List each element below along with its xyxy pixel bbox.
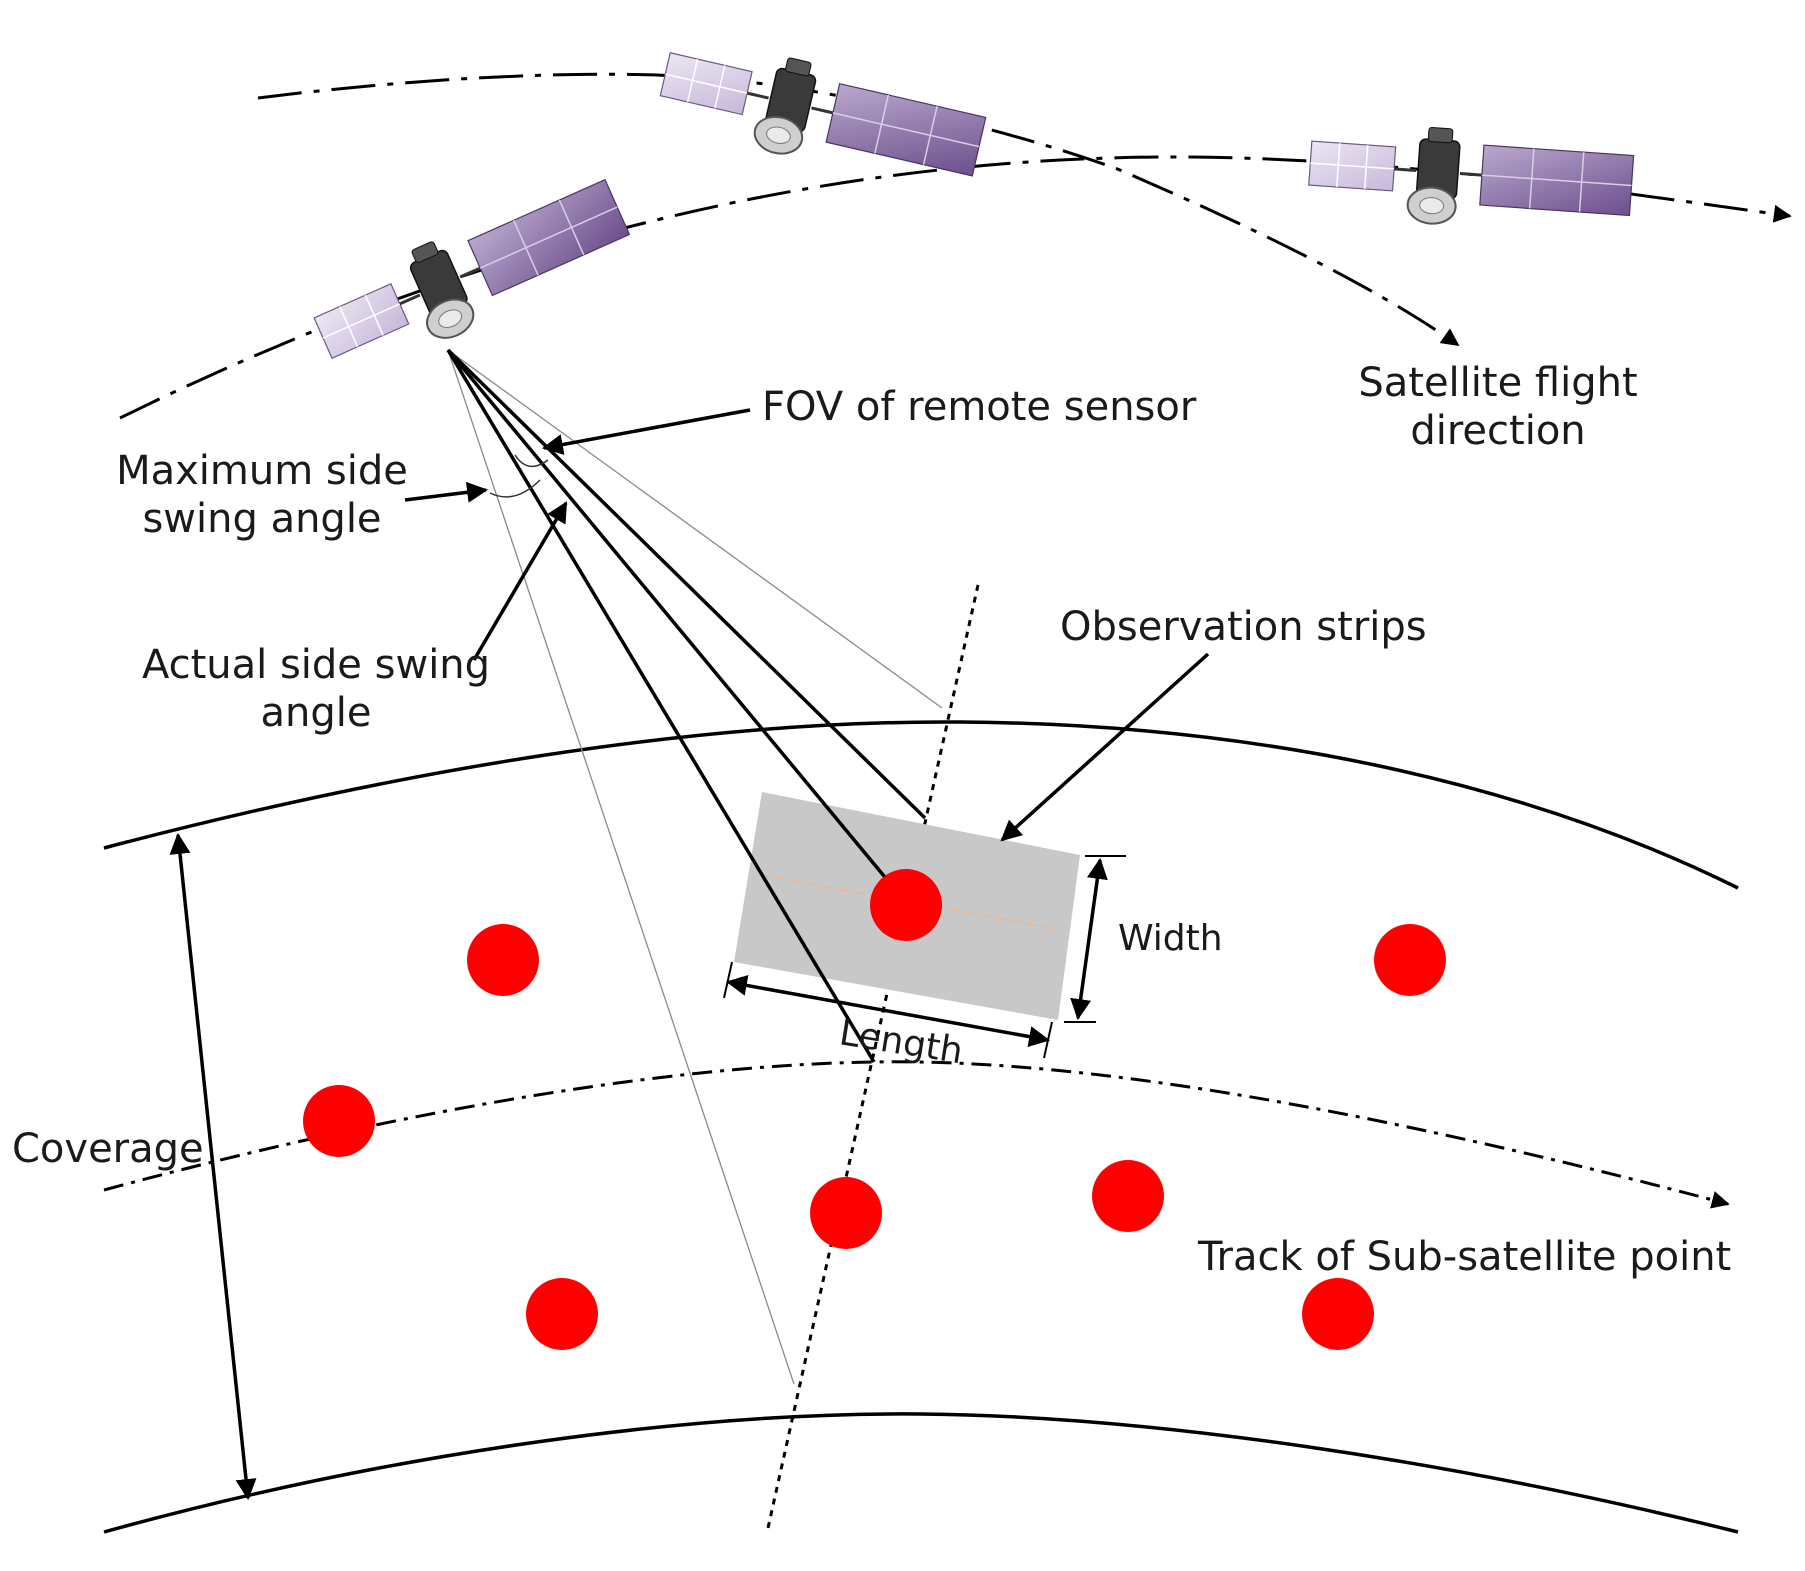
flight-direction-label: Satellite flight bbox=[1358, 360, 1637, 406]
flight-direction-label: direction bbox=[1410, 408, 1585, 454]
observation-strips-label: Observation strips bbox=[1060, 604, 1427, 650]
satellite-icon bbox=[303, 165, 640, 388]
track-label: Track of Sub-satellite point bbox=[1197, 1234, 1731, 1280]
ground-coverage-band bbox=[103, 720, 1739, 1534]
satellite-icon bbox=[652, 29, 991, 199]
target-point bbox=[870, 869, 942, 941]
labels: FOV of remote sensor Satellite flight di… bbox=[12, 360, 1731, 1280]
target-point bbox=[1302, 1278, 1374, 1350]
sub-satellite-track bbox=[103, 1060, 1730, 1209]
max-angle-label: swing angle bbox=[142, 496, 381, 542]
max-angle-label: Maximum side bbox=[116, 448, 408, 494]
fov-label: FOV of remote sensor bbox=[762, 384, 1197, 430]
dimension-arrows bbox=[169, 832, 1126, 1501]
coverage-arrow bbox=[169, 832, 257, 1501]
actual-angle-label: Actual side swing bbox=[142, 642, 490, 688]
coverage-lower-boundary bbox=[103, 1412, 1739, 1534]
width-label: Width bbox=[1118, 918, 1223, 959]
cross-track-line bbox=[766, 584, 980, 1529]
coverage-upper-boundary bbox=[103, 720, 1739, 890]
max-angle-arc bbox=[489, 479, 541, 498]
callout-arrows bbox=[404, 408, 1210, 842]
width-arrow bbox=[1070, 857, 1108, 1021]
target-point bbox=[467, 924, 539, 996]
target-point bbox=[526, 1278, 598, 1350]
target-point bbox=[1374, 924, 1446, 996]
actual-angle-label: angle bbox=[261, 690, 372, 736]
target-point bbox=[1092, 1160, 1164, 1232]
satellite-icon bbox=[1305, 117, 1637, 239]
target-point bbox=[303, 1085, 375, 1157]
target-points bbox=[303, 869, 1446, 1350]
coverage-label: Coverage bbox=[12, 1126, 204, 1172]
length-arrow bbox=[725, 975, 1051, 1047]
target-point bbox=[810, 1177, 882, 1249]
fov-angle-arc bbox=[514, 454, 549, 468]
sensor-rays bbox=[446, 348, 943, 1385]
